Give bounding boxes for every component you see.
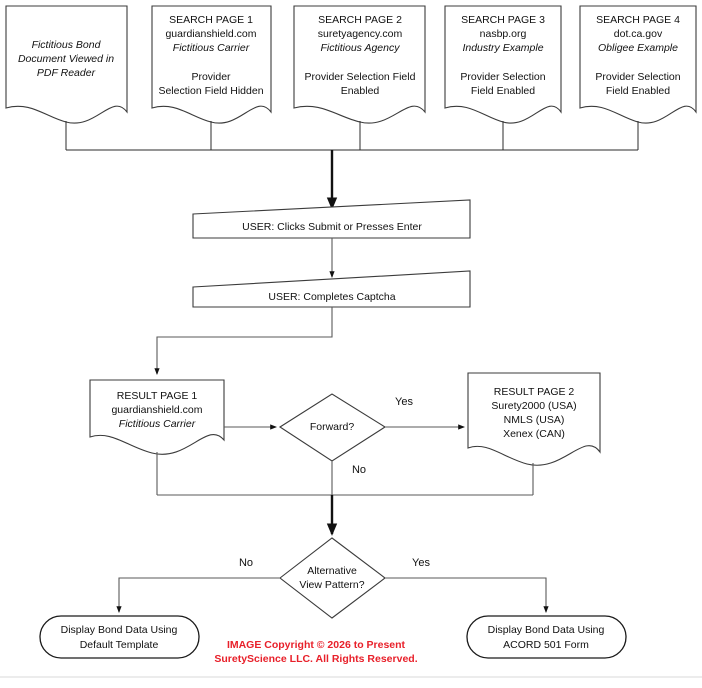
node-decision-alt-view[interactable]: Alternative View Pattern? (279, 537, 386, 619)
document-shape (293, 5, 426, 124)
node-line: Fictitious Bond (32, 39, 102, 51)
node-line: SEARCH PAGE 2 (318, 14, 402, 26)
node-terminator-default-template[interactable]: Display Bond Data Using Default Template (39, 615, 200, 659)
copyright-notice: IMAGE Copyright © 2026 to Present Surety… (214, 639, 417, 665)
node-terminator-acord-form[interactable]: Display Bond Data Using ACORD 501 Form (466, 615, 627, 659)
node-line: SEARCH PAGE 1 (169, 14, 253, 26)
node-line: Document Viewed in (18, 53, 114, 65)
copyright-line-2: SuretyScience LLC. All Rights Reserved. (214, 653, 417, 665)
node-line: guardianshield.com (111, 404, 202, 416)
node-result-page-1[interactable]: RESULT PAGE 1 guardianshield.com Fictiti… (89, 379, 225, 455)
node-line: Industry Example (462, 42, 543, 54)
connector-altview-yes (385, 577, 549, 614)
node-line: Provider Selection (460, 71, 545, 83)
node-line: nasbp.org (480, 28, 527, 40)
node-line: Default Template (80, 639, 159, 651)
edge-label-forward-yes: Yes (395, 396, 413, 408)
node-line: dot.ca.gov (614, 28, 663, 40)
connector-source-bus (65, 121, 639, 151)
manual-operation-shape (192, 199, 471, 239)
manual-operation-shape (192, 270, 471, 308)
node-line: Obligee Example (598, 42, 678, 54)
node-line: USER: Completes Captcha (268, 291, 395, 303)
node-doc-search-page-1[interactable]: SEARCH PAGE 1 guardianshield.com Fictiti… (151, 5, 272, 124)
rounded-shape (466, 615, 627, 659)
connector-captcha-to-result1 (154, 307, 333, 376)
node-line: Forward? (310, 421, 355, 433)
node-line: RESULT PAGE 2 (494, 386, 575, 398)
node-line: Fictitious Agency (321, 42, 401, 54)
node-doc-search-page-3[interactable]: SEARCH PAGE 3 nasbp.org Industry Example… (444, 5, 562, 124)
edge-label-forward-no: No (352, 464, 366, 476)
node-doc-search-page-4[interactable]: SEARCH PAGE 4 dot.ca.gov Obligee Example… (579, 5, 697, 124)
node-line: RESULT PAGE 1 (117, 390, 198, 402)
node-line: Provider Selection (595, 71, 680, 83)
node-line: Display Bond Data Using (488, 624, 605, 636)
node-result-page-2[interactable]: RESULT PAGE 2 Surety2000 (USA) NMLS (USA… (467, 372, 601, 466)
node-line: View Pattern? (299, 579, 364, 591)
node-line: Provider (191, 71, 231, 83)
node-line: Provider Selection Field (305, 71, 416, 83)
node-step-captcha[interactable]: USER: Completes Captcha (192, 270, 471, 308)
edge-label-altview-no: No (239, 557, 253, 569)
node-line: SEARCH PAGE 3 (461, 14, 545, 26)
node-line: Enabled (341, 85, 380, 97)
node-line: PDF Reader (37, 67, 96, 79)
node-line: NMLS (USA) (504, 414, 565, 426)
node-line: Field Enabled (471, 85, 535, 97)
node-line: Fictitious Carrier (119, 418, 196, 430)
connector-results-merge-bus (156, 452, 534, 496)
node-doc-bond-pdf[interactable]: Fictitious Bond Document Viewed in PDF R… (5, 5, 128, 124)
node-line: Alternative (307, 565, 357, 577)
node-doc-search-page-2[interactable]: SEARCH PAGE 2 suretyagency.com Fictitiou… (293, 5, 426, 124)
node-line: Selection Field Hidden (158, 85, 263, 97)
node-line: Fictitious Carrier (173, 42, 250, 54)
node-line: USER: Clicks Submit or Presses Enter (242, 221, 422, 233)
rounded-shape (39, 615, 200, 659)
edge-label-altview-yes: Yes (412, 557, 430, 569)
copyright-line-1: IMAGE Copyright © 2026 to Present (227, 639, 406, 651)
node-line: SEARCH PAGE 4 (596, 14, 680, 26)
node-line: ACORD 501 Form (503, 639, 589, 651)
node-line: Field Enabled (606, 85, 670, 97)
node-line: Xenex (CAN) (503, 428, 565, 440)
node-line: Surety2000 (USA) (491, 400, 576, 412)
document-shape (467, 372, 601, 466)
node-line: Display Bond Data Using (61, 624, 178, 636)
connector-altview-no (116, 577, 280, 614)
node-line: guardianshield.com (165, 28, 256, 40)
node-line: suretyagency.com (318, 28, 403, 40)
node-step-submit[interactable]: USER: Clicks Submit or Presses Enter (192, 199, 471, 239)
